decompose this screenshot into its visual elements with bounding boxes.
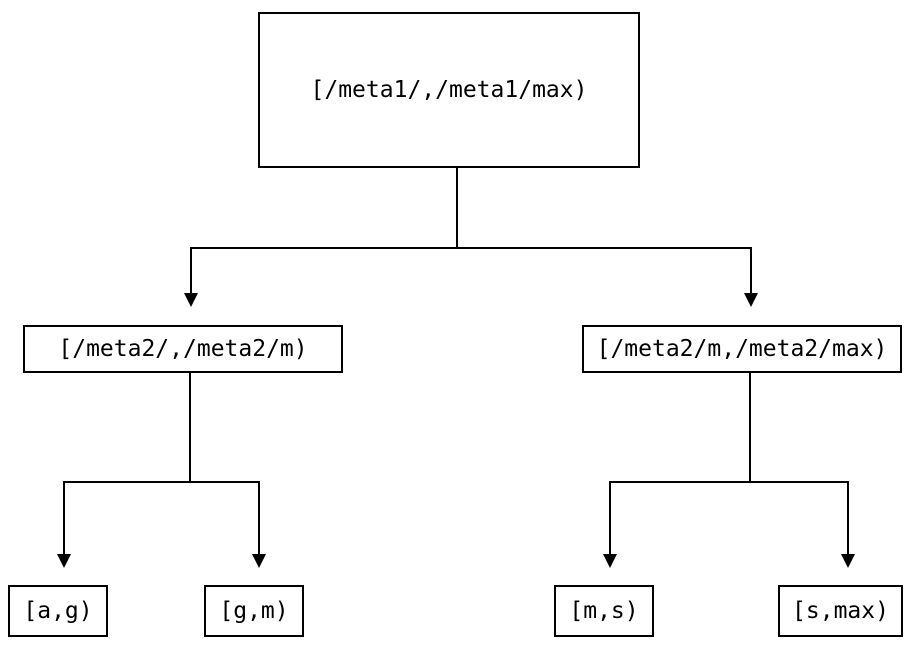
connector-left-to-leaf-ag [63,481,65,554]
connector-right-branch [609,481,849,483]
connector-root-to-left [190,247,192,295]
node-label: [/meta2/m,/meta2/max) [596,336,888,362]
node-label: [g,m) [219,598,289,624]
arrow-down-icon [744,293,758,307]
arrow-down-icon [603,554,617,568]
arrow-down-icon [841,554,855,568]
connector-left-stem [189,373,191,482]
connector-right-to-leaf-smax [847,481,849,554]
connector-level1-branch [190,247,752,249]
node-meta2-right-range: [/meta2/m,/meta2/max) [582,325,902,373]
leaf-node-s-max: [s,max) [778,585,903,637]
leaf-node-m-s: [m,s) [554,585,654,637]
connector-left-to-leaf-gm [258,481,260,554]
connector-root-to-right [750,247,752,295]
arrow-down-icon [252,554,266,568]
node-label: [s,max) [792,598,889,624]
node-label: [/meta2/,/meta2/m) [58,336,308,362]
node-label: [m,s) [569,598,639,624]
connector-root-stem [456,168,458,248]
node-root-meta1-range: [/meta1/,/meta1/max) [258,12,640,168]
leaf-node-g-m: [g,m) [204,585,304,637]
node-label: [/meta1/,/meta1/max) [310,77,588,103]
connector-right-to-leaf-ms [609,481,611,554]
node-label: [a,g) [23,598,93,624]
arrow-down-icon [57,554,71,568]
leaf-node-a-g: [a,g) [8,585,108,637]
node-meta2-left-range: [/meta2/,/meta2/m) [23,325,343,373]
connector-right-stem [749,373,751,482]
connector-left-branch [63,481,260,483]
arrow-down-icon [184,293,198,307]
